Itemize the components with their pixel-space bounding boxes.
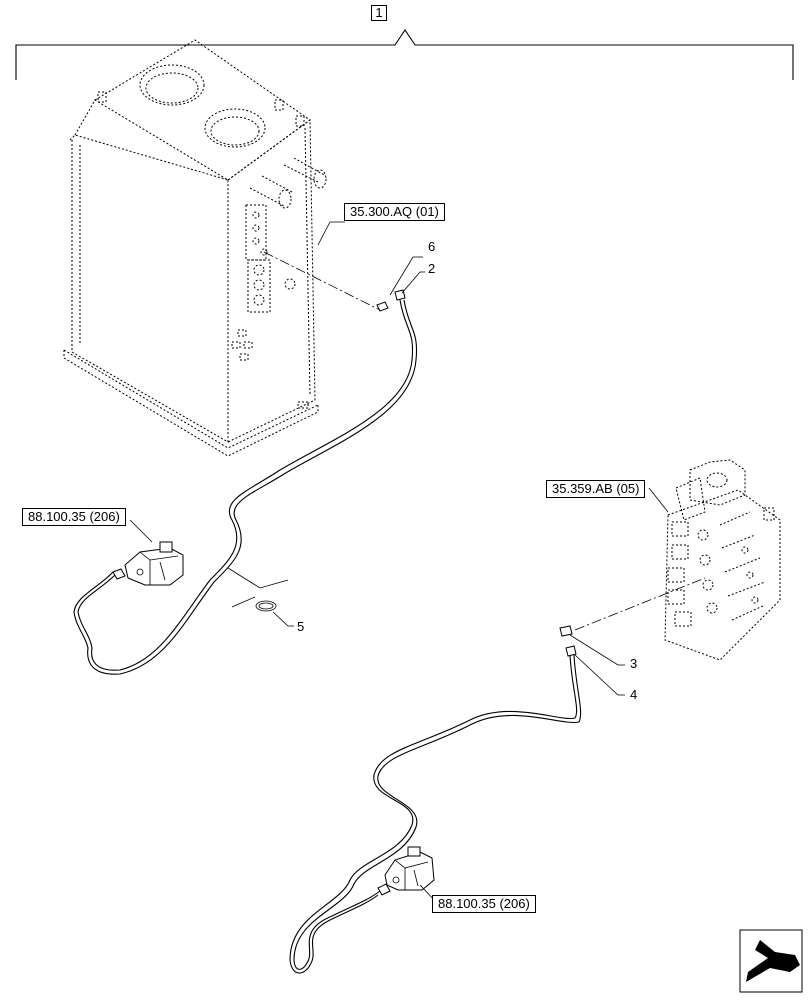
hose-upper (73, 289, 418, 675)
ref-tank-box[interactable]: 35.300.AQ (01) (344, 203, 445, 221)
next-page-arrow-icon[interactable] (739, 929, 803, 993)
hydraulic-tank (63, 39, 327, 457)
callout-6: 6 (428, 239, 436, 254)
callout-3: 3 (630, 656, 638, 671)
control-valve (664, 459, 781, 661)
assembly-bracket (15, 29, 794, 80)
ref-sensor-lower-box[interactable]: 88.100.35 (206) (432, 895, 536, 913)
hose-lower (289, 625, 582, 974)
ref-sensor-upper-box[interactable]: 88.100.35 (206) (22, 508, 126, 526)
callout-4: 4 (630, 687, 638, 702)
pressure-sensor-upper (124, 541, 184, 586)
ref-valve-box[interactable]: 35.359.AB (05) (546, 480, 646, 498)
item-number-box: 1 (371, 5, 387, 21)
callout-5: 5 (297, 619, 305, 634)
pressure-sensor-lower (384, 846, 435, 891)
callout-2: 2 (428, 261, 436, 276)
